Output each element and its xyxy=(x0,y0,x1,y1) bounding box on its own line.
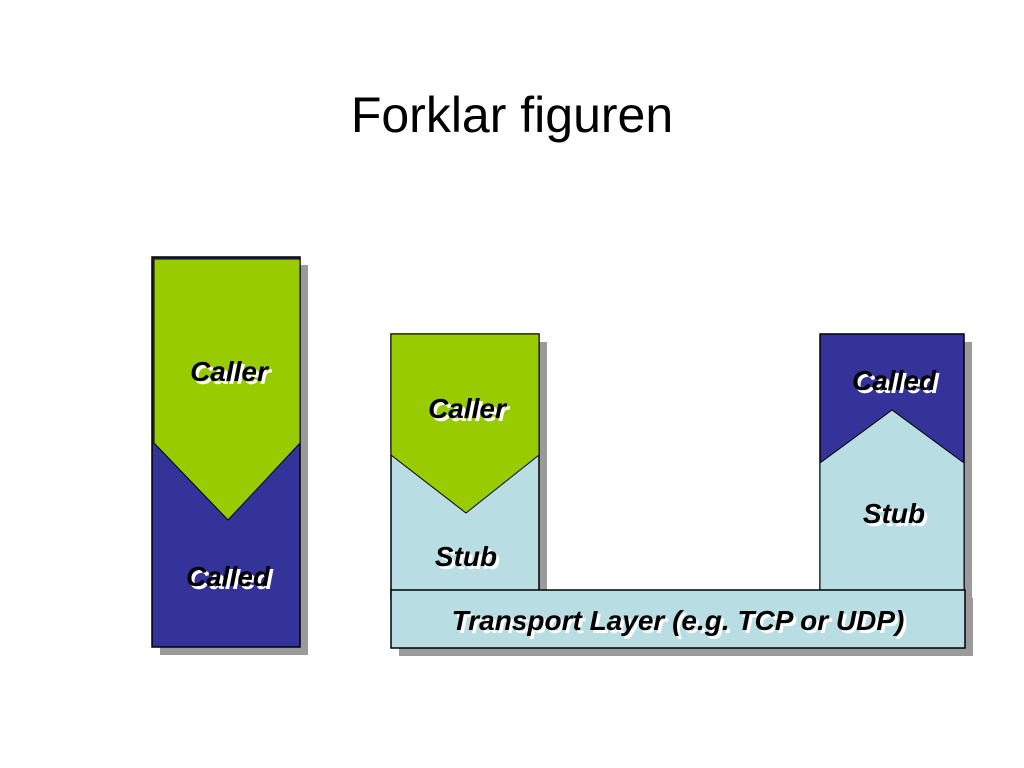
client-stub-label: Stub xyxy=(435,541,497,572)
client-stub-label-shadow: Stub xyxy=(438,544,500,575)
local-called-label: Called xyxy=(186,561,271,592)
client-caller-block xyxy=(390,333,540,514)
local-caller-block xyxy=(153,258,301,521)
local-call-column: Caller Caller Called Called xyxy=(151,256,308,655)
server-called-label: Called xyxy=(852,365,937,396)
slide-title: Forklar figuren xyxy=(350,87,674,143)
local-caller-label: Caller xyxy=(190,356,270,387)
transport-layer-block xyxy=(390,589,966,649)
transport-layer: Transport Layer (e.g. TCP or UDP) Transp… xyxy=(390,589,973,656)
transport-layer-label: Transport Layer (e.g. TCP or UDP) xyxy=(452,605,905,636)
transport-layer-label-shadow: Transport Layer (e.g. TCP or UDP) xyxy=(455,608,908,639)
server-called-label-shadow: Called xyxy=(855,368,940,399)
local-caller-label-shadow: Caller xyxy=(193,359,273,390)
client-caller-label: Caller xyxy=(428,393,508,424)
server-column: Called Called Stub Stub xyxy=(819,333,972,606)
local-called-label-shadow: Called xyxy=(189,564,274,595)
client-caller-label-shadow: Caller xyxy=(431,396,511,427)
client-column: Caller Caller Stub Stub xyxy=(390,333,547,606)
server-stub-label: Stub xyxy=(863,498,925,529)
server-stub-label-shadow: Stub xyxy=(866,501,928,532)
